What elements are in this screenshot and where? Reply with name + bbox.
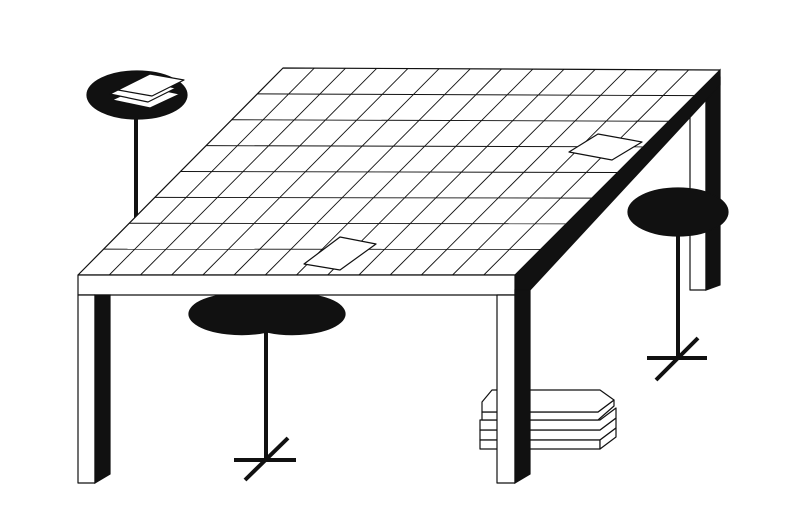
grid-line-row	[257, 93, 695, 97]
grid-line-row	[154, 196, 592, 199]
stool-base	[243, 436, 290, 482]
paper-sheet	[303, 236, 377, 271]
stool-back-left	[86, 70, 188, 220]
grid-line-row	[231, 119, 669, 122]
grid-line-row	[206, 145, 644, 148]
stool-base	[654, 336, 700, 382]
stool-right	[627, 187, 729, 382]
table-top	[77, 67, 721, 296]
paper-sheet	[117, 73, 185, 97]
table-leg-front-left	[77, 294, 111, 485]
table-grid	[103, 67, 695, 276]
stool-seat	[188, 295, 346, 336]
grid-line-row	[129, 222, 567, 225]
paper-sheet	[568, 133, 643, 161]
table-leg-front-right	[496, 289, 531, 485]
grid-line-row	[180, 171, 618, 173]
front-edge-face	[77, 274, 516, 296]
stool-front	[188, 295, 346, 482]
stool-seat	[627, 187, 729, 237]
